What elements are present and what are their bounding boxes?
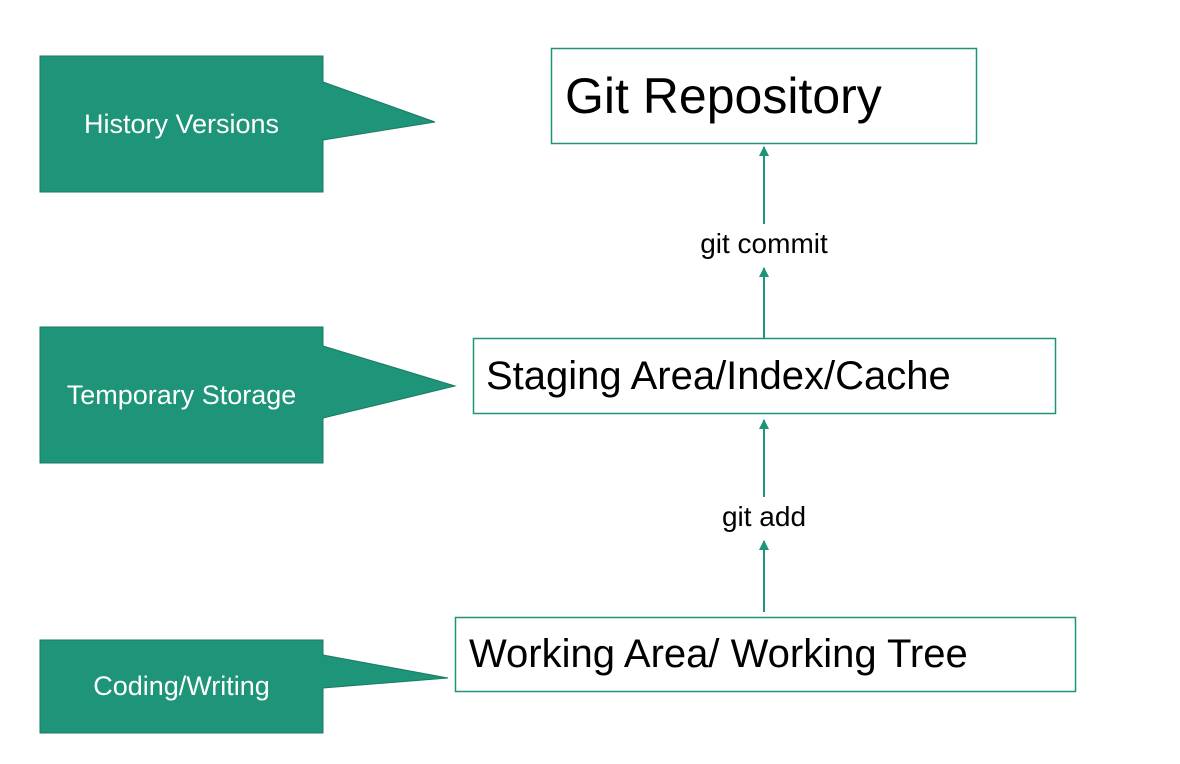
staging-box-frame xyxy=(472,337,1057,415)
working-box-label: Working Area/ Working Tree xyxy=(469,632,968,676)
staging-box-label: Staging Area/Index/Cache xyxy=(486,353,951,398)
working-box-frame xyxy=(454,616,1077,693)
repository-box-label: Git Repository xyxy=(565,68,882,124)
callout-history-label: History Versions xyxy=(83,108,280,139)
callout-coding-shape xyxy=(39,639,449,734)
callout-coding-label: Coding/Writing xyxy=(93,671,270,701)
repository-box-frame xyxy=(550,47,978,145)
git-commit-label: git commit xyxy=(664,224,864,264)
callout-temporary-shape xyxy=(39,326,457,464)
git-add-label: git add xyxy=(684,497,844,537)
callout-history-shape xyxy=(39,55,436,193)
callout-temporary-label: Temporary Storage xyxy=(66,379,297,410)
